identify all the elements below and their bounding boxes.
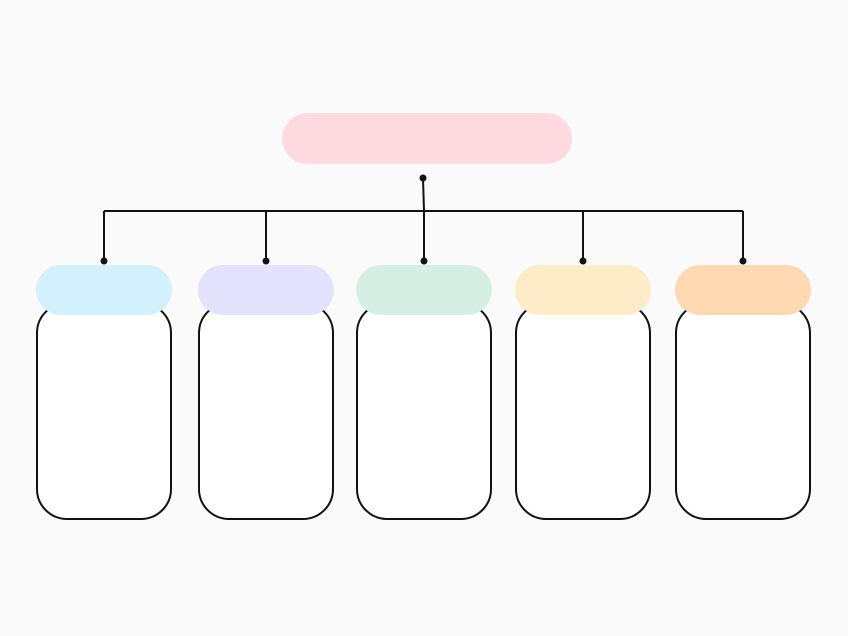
child-card-body [515,302,651,520]
child-card-header [356,265,492,315]
connector-lines [100,174,747,265]
child-card-body [356,302,492,520]
root-node [282,113,572,164]
child-card-header [198,265,334,315]
child-card-header [675,265,811,315]
child-connector-dot [579,257,587,265]
child-card-body [675,302,811,520]
root-stem-line [422,177,425,212]
child-connector-dot [262,257,270,265]
child-node-1 [36,265,172,520]
root-node-box [282,113,572,164]
child-node-4 [515,265,651,520]
child-node-5 [675,265,811,520]
child-card-body [36,302,172,520]
child-node-2 [198,265,334,520]
root-connector-dot [419,174,427,182]
child-node-3 [356,265,492,520]
child-connector-dot [100,257,108,265]
child-cards [36,265,811,520]
child-card-body [198,302,334,520]
child-connector-dot [420,257,428,265]
child-card-header [515,265,651,315]
child-card-header [36,265,172,315]
child-connector-dot [739,257,747,265]
